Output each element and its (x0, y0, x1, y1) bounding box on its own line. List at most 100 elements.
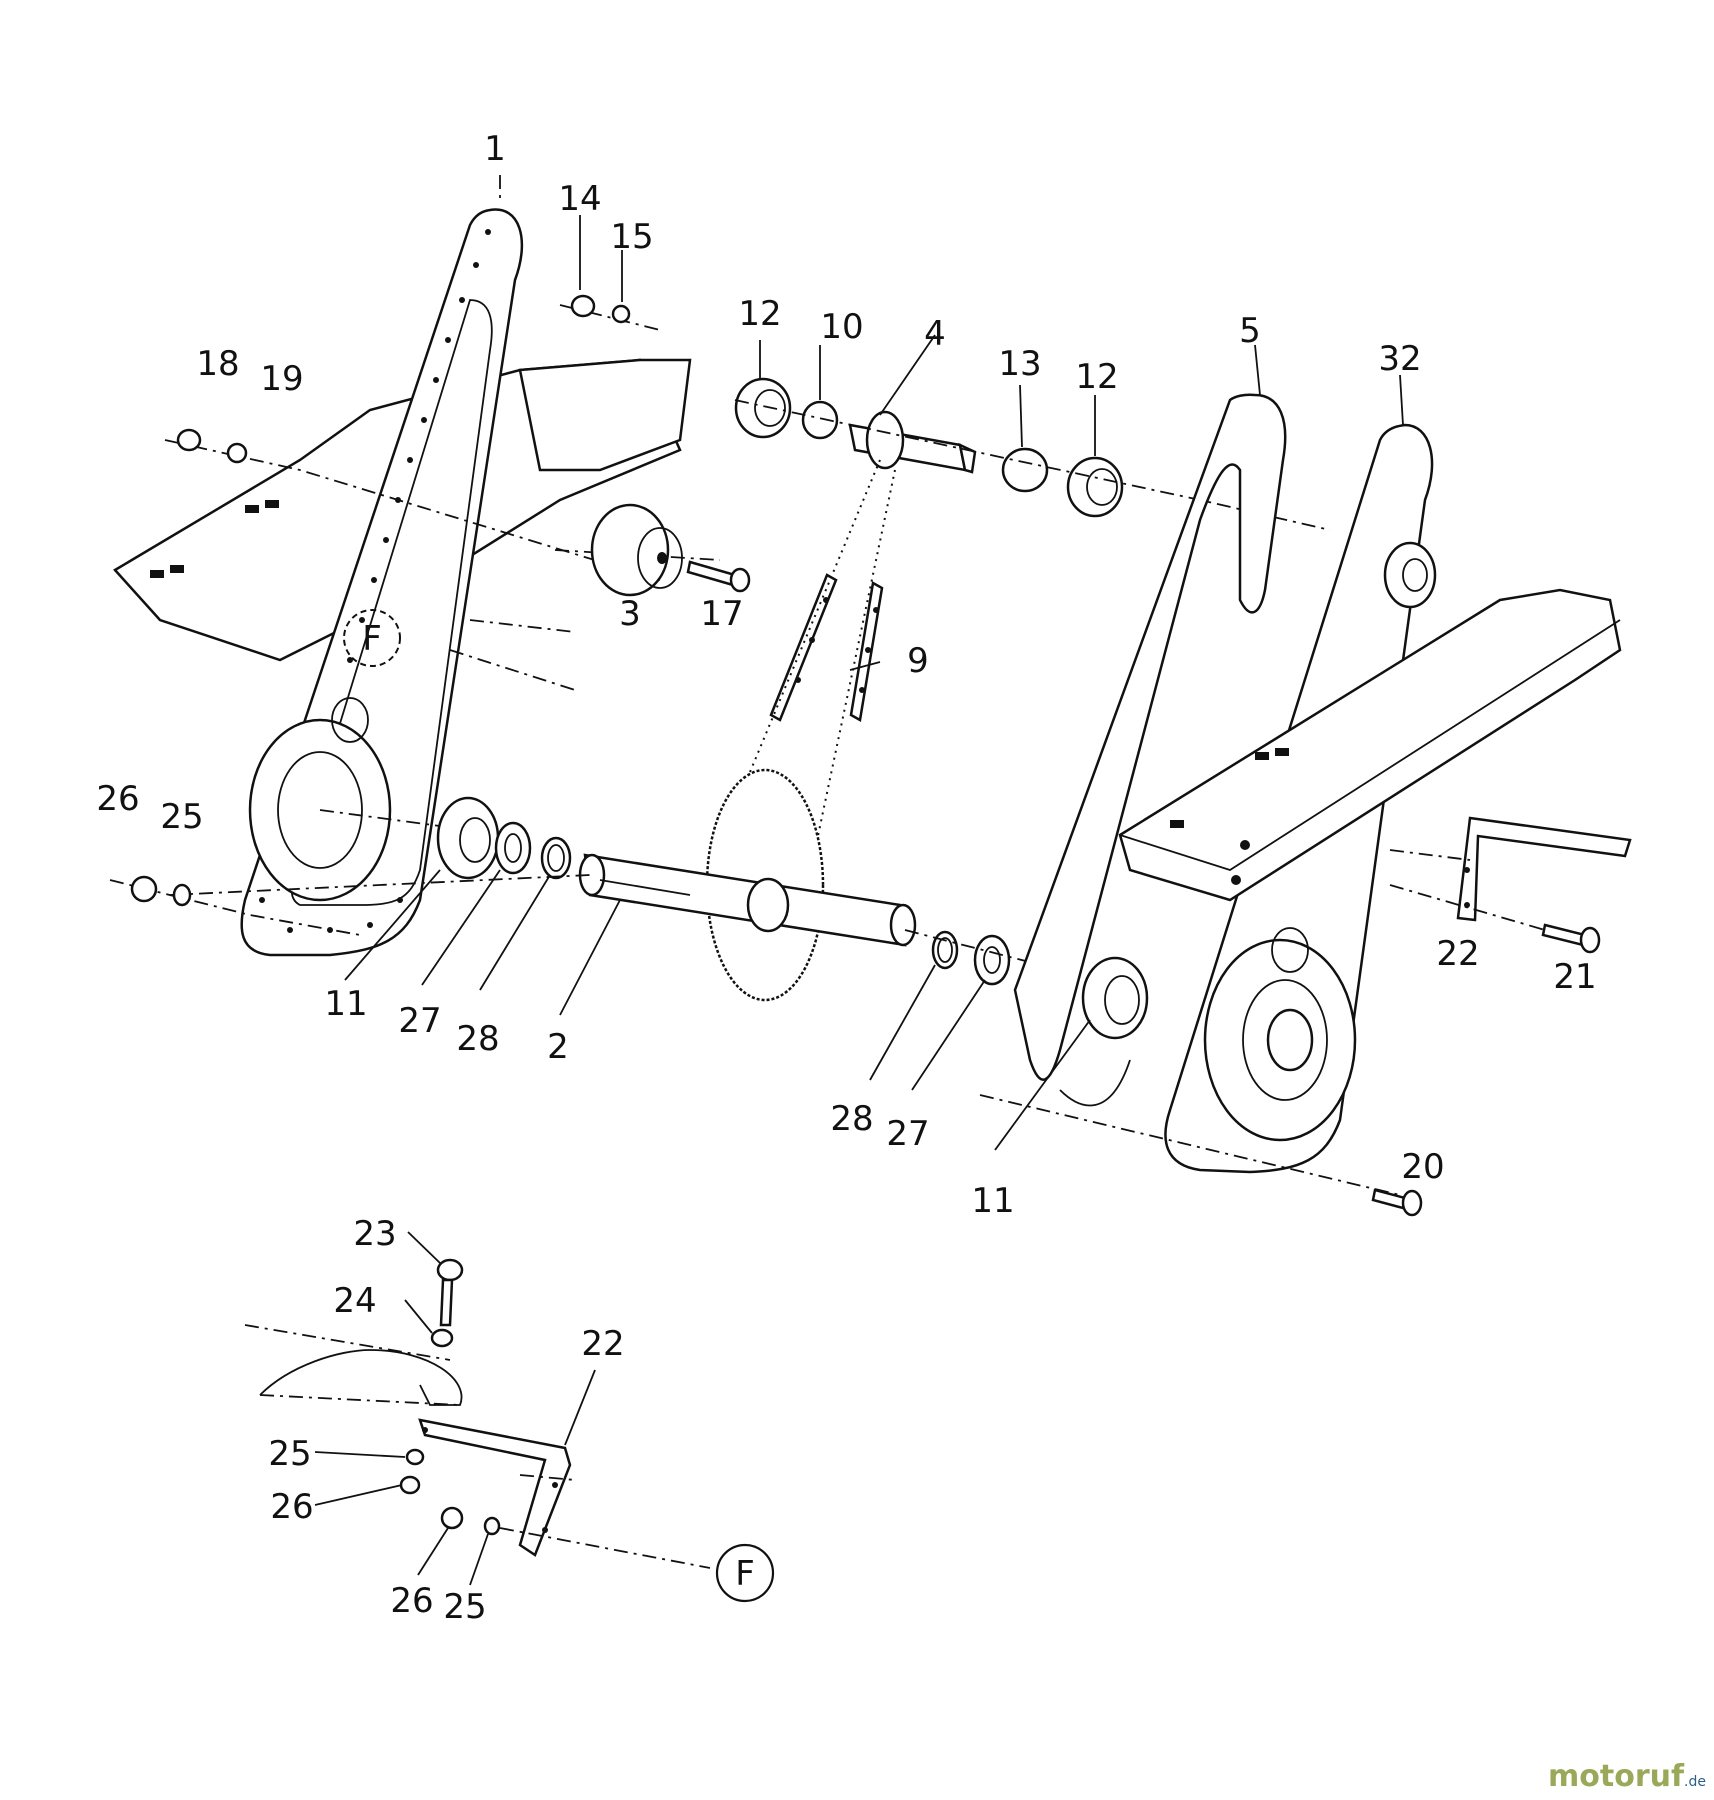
spacer-10 (801, 400, 839, 440)
bearing-12-right (1066, 456, 1124, 518)
snap-ring-28-right (931, 930, 959, 970)
left-case-rivets (259, 229, 491, 933)
right-upper-bore-inner (1402, 558, 1428, 592)
slot (150, 570, 164, 578)
callout-2: 2 (547, 1027, 569, 1067)
gasket-shape (1013, 393, 1287, 1081)
washer-27-left (494, 821, 532, 875)
nut-26-left (130, 875, 158, 903)
bolt-17 (686, 560, 751, 593)
centerline-lower-left (169, 874, 591, 896)
idler-roller-3 (590, 503, 683, 597)
callout-13: 13 (998, 344, 1041, 384)
left-mount-bracket (518, 358, 692, 472)
detail-dash-fender (259, 1394, 461, 1406)
frame-rail-edge (1119, 619, 1621, 871)
bearing-12-left (734, 377, 792, 439)
axle-2 (578, 853, 917, 947)
washer-19 (226, 442, 248, 464)
slot (1170, 820, 1184, 828)
centerline-3-17 (554, 549, 721, 561)
reference-marker-f-upper: F (343, 609, 401, 667)
snap-ring-28-left (540, 836, 572, 880)
washer-27-right (973, 934, 1011, 986)
bolt-20 (1371, 1188, 1423, 1217)
slot (170, 565, 184, 573)
chain-9 (769, 573, 884, 722)
detail-centerline-1 (519, 1474, 576, 1481)
right-axle-bore (1266, 1008, 1314, 1072)
callout-15: 15 (610, 217, 653, 257)
bearing-11-right (1081, 956, 1149, 1040)
callout-1: 1 (484, 129, 506, 169)
callout-17: 17 (700, 594, 743, 634)
slot (1275, 748, 1289, 756)
left-chain-case (113, 208, 692, 957)
callout-28-right: 28 (830, 1099, 873, 1139)
centerline-18-19 (164, 439, 661, 581)
centerline-F1 (469, 619, 576, 633)
detail-dash-top (244, 1324, 451, 1361)
detail-centerline-2 (499, 1527, 711, 1569)
centerline-20 (979, 1094, 1401, 1196)
watermark-suffix: .de (1684, 1774, 1706, 1790)
centerline-22-lower (1389, 884, 1546, 931)
right-upper-bore (1383, 541, 1437, 609)
callout-12a: 12 (738, 294, 781, 334)
callout-26-detail: 26 (270, 1487, 313, 1527)
detail-bracket-assembly: F (244, 1258, 775, 1603)
callout-25-detail: 25 (268, 1434, 311, 1474)
washer-25-detail-lower (483, 1516, 501, 1536)
detail-fender-edge (259, 1349, 463, 1406)
callout-20: 20 (1401, 1147, 1444, 1187)
callout-22-detail: 22 (581, 1324, 624, 1364)
right-chain-case (1118, 423, 1622, 1174)
bracket-22-detail (418, 1418, 572, 1557)
nut-18 (176, 428, 202, 452)
gasket-5 (1013, 393, 1287, 1107)
callout-3: 3 (619, 594, 641, 634)
callout-26-left: 26 (96, 779, 139, 819)
callout-19: 19 (260, 359, 303, 399)
washer-25-left (172, 883, 192, 907)
washer-25-detail (405, 1448, 425, 1466)
slot (265, 500, 279, 508)
callout-11-left: 11 (324, 984, 367, 1024)
shaft-4 (848, 410, 977, 474)
callout-14: 14 (558, 179, 601, 219)
callout-24: 24 (333, 1281, 376, 1321)
callout-23: 23 (353, 1214, 396, 1254)
watermark: motoruf.de (1548, 1759, 1706, 1794)
bolt-21 (1541, 923, 1601, 954)
svg-text:F: F (362, 619, 382, 659)
washer-24 (430, 1328, 454, 1348)
callout-25-detail-lower: 25 (443, 1587, 486, 1627)
svg-text:F: F (735, 1554, 755, 1594)
nut-26-detail-lower (440, 1506, 464, 1530)
left-axle-ring (277, 751, 363, 869)
bearing-11-left (436, 796, 500, 880)
callout-32: 32 (1378, 339, 1421, 379)
centerline-F2 (449, 649, 576, 691)
bracket-22-right (1456, 816, 1632, 922)
bolt-23 (436, 1258, 464, 1327)
callout-4: 4 (924, 314, 946, 354)
spacer-13 (1001, 447, 1049, 493)
callout-22-right: 22 (1436, 934, 1479, 974)
gasket-bottom (1059, 1059, 1131, 1107)
slot (1255, 752, 1269, 760)
right-axle-ring (1242, 979, 1328, 1101)
callout-21: 21 (1553, 957, 1596, 997)
centerline-22-upper (1389, 849, 1471, 861)
watermark-text: motoruf (1548, 1759, 1685, 1794)
nut-26-detail (399, 1475, 421, 1495)
reference-marker-f-lower: F (715, 1543, 775, 1603)
left-tensioner-hole (331, 697, 369, 743)
callout-27-left: 27 (398, 1001, 441, 1041)
nut-14 (570, 294, 596, 318)
callout-27-right: 27 (886, 1114, 929, 1154)
chain-path-left (729, 459, 881, 821)
slot (245, 505, 259, 513)
